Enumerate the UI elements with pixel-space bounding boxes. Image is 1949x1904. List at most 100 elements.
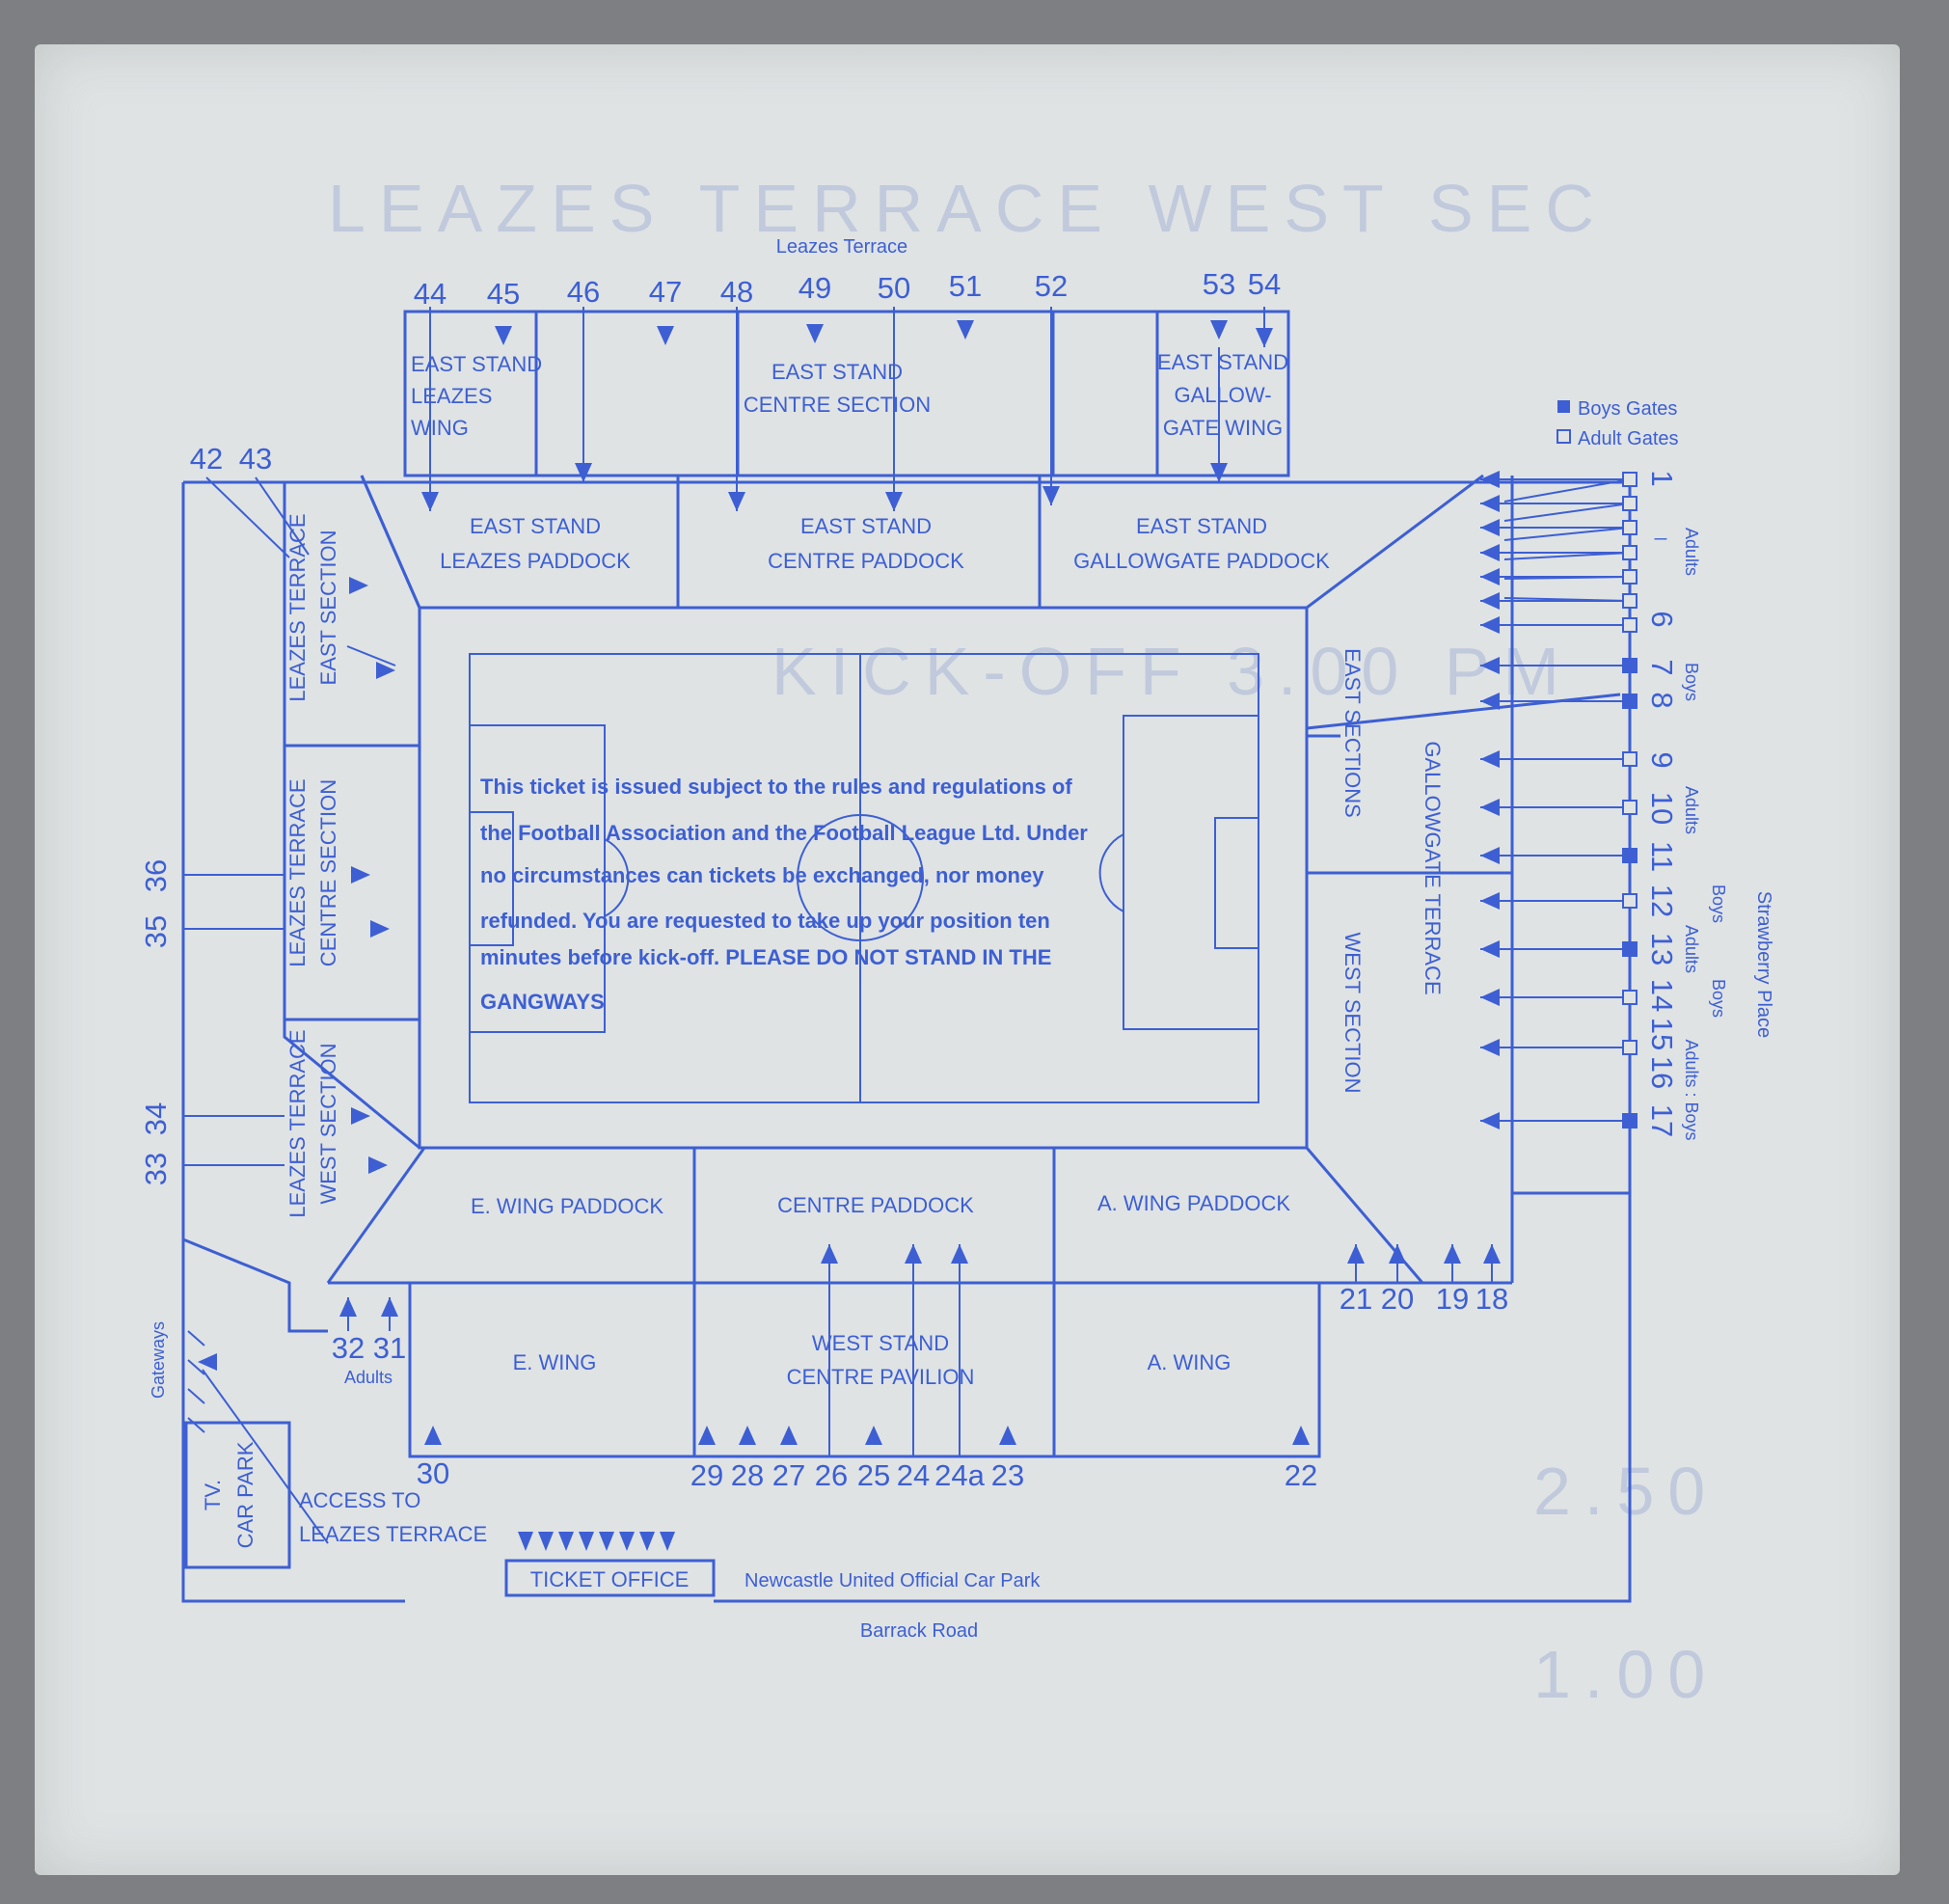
stadium-map: LEAZES TERRACE WEST SEC KICK-OFF 3.00 PM… (139, 171, 1774, 1712)
gate-32: 32 (332, 1331, 365, 1365)
gate-row-13-head (1480, 892, 1500, 910)
tv-car-park (184, 1421, 291, 1569)
east-stand-labels: EAST STAND LEAZES WING EAST STAND CENTRE… (411, 350, 1330, 573)
gate-46: 46 (567, 275, 600, 309)
es-gallow-l2: GALLOW- (1174, 383, 1271, 407)
ticket-office-window (579, 1532, 594, 1551)
access-l2: LEAZES TERRACE (299, 1522, 487, 1546)
show-through-line1: LEAZES TERRACE WEST SEC (328, 171, 1608, 246)
gate-9: 9 (1645, 751, 1679, 768)
note-adults-1-6: Adults (1682, 528, 1701, 576)
gate-16: 16 (1645, 1056, 1679, 1089)
lt-centre-l1: LEAZES TERRACE (285, 778, 310, 966)
arrow-lt-east-1 (349, 577, 368, 594)
es-leazes-paddock-l1: EAST STAND (470, 514, 601, 538)
ticket-office-window (538, 1532, 554, 1551)
gate-44: 44 (414, 277, 447, 311)
note-boys-12: Boys (1709, 884, 1728, 923)
gate-20: 20 (1381, 1282, 1414, 1316)
arrow-gate-24-head (905, 1244, 922, 1264)
notice-line-5: minutes before kick-off. PLEASE DO NOT S… (480, 945, 1051, 969)
arrow-gate-49 (806, 324, 824, 343)
arrow-bottom-4 (999, 1426, 1016, 1445)
arrow-gate-48-head (728, 492, 745, 511)
arrow-gate-52-head (1042, 486, 1060, 505)
arrow-gate-24a-head (951, 1244, 968, 1264)
notice-line-2: the Football Association and the Footbal… (480, 821, 1088, 845)
gate-row-15-head (1480, 989, 1500, 1006)
converge-4 (1503, 576, 1631, 580)
gate-6: 6 (1645, 611, 1679, 627)
left-goal-area (469, 811, 514, 946)
converge-3 (1503, 552, 1631, 560)
arrow-bottom-0 (698, 1426, 716, 1445)
notice-line-6: GANGWAYS (480, 990, 605, 1014)
gate-22: 22 (1285, 1458, 1317, 1492)
gate-row-4-head (1480, 544, 1500, 561)
lt-centre-l2: CENTRE SECTION (316, 779, 340, 966)
road-leazes-terrace: Leazes Terrace (776, 236, 907, 258)
gateways-label: Gateways (149, 1321, 168, 1399)
legend-boys-marker (1557, 400, 1570, 413)
gate-34: 34 (139, 1102, 173, 1135)
es-gallow-l3: GATE WING (1163, 416, 1283, 440)
gate-11: 11 (1645, 841, 1679, 872)
ws-pavilion-l2: CENTRE PAVILION (787, 1365, 975, 1389)
show-through-line4: 1.00 (1533, 1637, 1719, 1712)
official-car-park: Newcastle United Official Car Park (744, 1570, 1041, 1591)
gate-row-9-head (1480, 693, 1500, 710)
gate-23: 23 (991, 1458, 1024, 1492)
note-boys-14: Boys (1709, 979, 1728, 1018)
lt-east-l1: LEAZES TERRACE (285, 513, 310, 701)
gate-row-3-head (1480, 519, 1500, 536)
road-strawberry-place: Strawberry Place (1753, 891, 1774, 1038)
gate-42: 42 (190, 442, 223, 476)
east-stand-block (403, 310, 1290, 477)
es-gallow-l1: EAST STAND (1157, 350, 1288, 374)
gate-row-10-head (1480, 750, 1500, 768)
gate-row-11-head (1480, 799, 1500, 816)
adult-gate-marker (1622, 1040, 1638, 1055)
converge-2 (1503, 527, 1631, 541)
access-l1: ACCESS TO (299, 1488, 420, 1512)
arrow-lt-centre-1 (351, 866, 370, 884)
gate-row-2-head (1480, 495, 1500, 512)
lt-west-l1: LEAZES TERRACE (285, 1029, 310, 1217)
arrow-lt-west-2 (368, 1156, 388, 1174)
gate-48: 48 (720, 275, 753, 309)
arrow-access (202, 1369, 329, 1544)
arrow-gate-30 (424, 1426, 442, 1445)
gate-19: 19 (1436, 1282, 1469, 1316)
arrow-access-head (198, 1353, 217, 1371)
legend-adults-marker (1556, 429, 1571, 444)
right-goal-area (1214, 817, 1259, 949)
lt-east-l2: EAST SECTION (316, 530, 340, 686)
arrow-gate-31-head (381, 1297, 398, 1317)
gate-25: 25 (857, 1458, 890, 1492)
ticket-office-window (660, 1532, 675, 1551)
note-adults-boys-15-17: Adults : Boys (1682, 1039, 1701, 1140)
arrow-gate-46-head (575, 463, 592, 482)
ticket-office-window (619, 1532, 635, 1551)
gate-51: 51 (949, 269, 982, 303)
arrow-gate-br-1-head (1389, 1244, 1406, 1264)
gate-15: 15 (1645, 1018, 1679, 1050)
arrow-lt-east-2 (346, 645, 396, 666)
a-wing: A. WING (1148, 1350, 1232, 1374)
gate-7: 7 (1645, 659, 1679, 675)
legend-boys: Boys Gates (1578, 398, 1677, 420)
arrow-gate-54-head (1256, 328, 1273, 347)
converge-1 (1503, 503, 1631, 522)
gate-10: 10 (1645, 792, 1679, 825)
outer-boundary (181, 482, 405, 1603)
gate-47: 47 (649, 275, 682, 309)
ticket-office-window (518, 1532, 533, 1551)
gate-8: 8 (1645, 692, 1679, 708)
ticket-office (504, 1559, 716, 1597)
es-gallow-paddock-l2: GALLOWGATE PADDOCK (1073, 549, 1330, 573)
boys-gate-marker (1622, 848, 1638, 863)
adult-gate-marker (1622, 472, 1638, 487)
adult-gate-marker (1622, 520, 1638, 535)
gate-13: 13 (1645, 933, 1679, 966)
gate-row-8-head (1480, 657, 1500, 674)
